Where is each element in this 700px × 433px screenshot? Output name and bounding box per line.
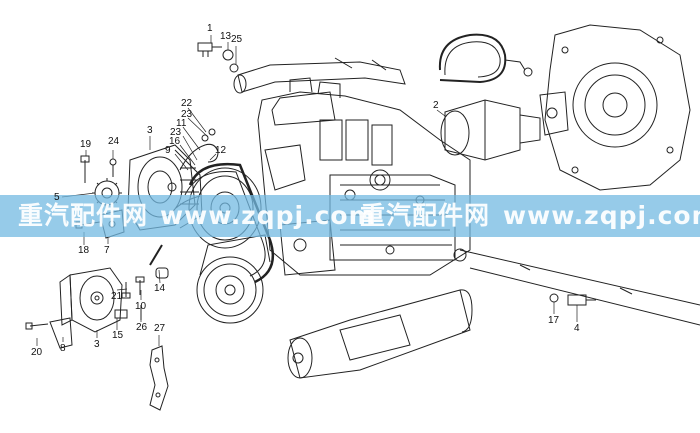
alternator-lower [59, 267, 123, 333]
callout-label: 1 [207, 23, 213, 34]
callout-label: 10 [135, 301, 147, 312]
bracket-8 [49, 317, 73, 349]
callout-label: 23 [181, 109, 193, 120]
flywheel-housing [539, 24, 691, 191]
callout-label: 18 [78, 245, 90, 256]
pressure-sender [549, 293, 596, 306]
frame-rail [459, 249, 700, 326]
callout-label: 20 [31, 347, 43, 358]
callout-label: 24 [108, 136, 120, 147]
sensor-1 [197, 42, 239, 73]
watermark-text: 重汽配件网 [18, 201, 149, 230]
callout-label: 4 [574, 323, 580, 334]
leader-lines [36, 35, 578, 346]
callout-label: 11 [176, 118, 187, 129]
callout-label: 14 [154, 283, 166, 294]
oil-tank [287, 289, 473, 379]
callout-label: 3 [94, 339, 100, 350]
callout-label: 16 [169, 136, 181, 147]
callout-label: 8 [60, 343, 66, 354]
callout-label: 2 [433, 100, 439, 111]
callout-label: 3 [147, 125, 153, 136]
coiled-hose [438, 33, 533, 84]
callout-label: 9 [165, 145, 171, 156]
callout-label: 15 [112, 330, 124, 341]
watermark-band [0, 195, 700, 237]
watermark-text: www.zqpj.com [503, 201, 700, 230]
callout-label: 19 [80, 139, 92, 150]
callout-label: 21 [111, 291, 123, 302]
starter-motor [440, 99, 541, 161]
crank-pulley [196, 234, 271, 324]
callout-label: 27 [154, 323, 166, 334]
callout-label: 23 [170, 127, 182, 138]
exhaust-pipe [233, 57, 406, 94]
callout-label: 22 [181, 98, 193, 109]
callout-label: 26 [136, 322, 148, 333]
callout-label: 5 [54, 192, 60, 203]
callout-label: 12 [215, 145, 227, 156]
watermark-text: 重汽配件网 [360, 201, 491, 230]
callout-label: 25 [231, 34, 243, 45]
callout-label: 13 [220, 31, 232, 42]
callout-label: 17 [548, 315, 560, 326]
spacer-tubes [114, 267, 169, 320]
callout-label: 7 [104, 245, 110, 256]
watermark-text: www.zqpj.com [160, 201, 376, 230]
bracket-27 [149, 345, 169, 411]
